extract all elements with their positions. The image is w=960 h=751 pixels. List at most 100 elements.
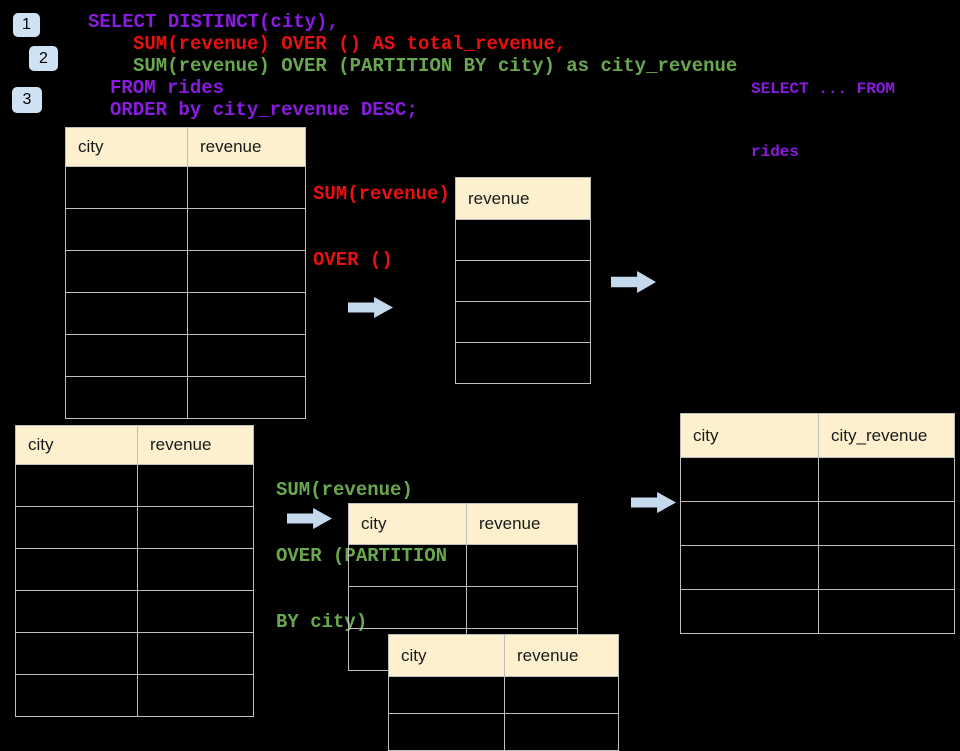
column-header: city — [28, 435, 54, 454]
table-cell — [456, 302, 590, 342]
table-cell — [137, 465, 253, 506]
note-select-from-rides: SELECT ... FROM rides — [751, 37, 895, 184]
table-cell — [137, 675, 253, 716]
source-rides-table: city revenue — [65, 127, 306, 419]
column-header: revenue — [187, 128, 305, 166]
table-cell — [66, 377, 187, 418]
table-cell — [456, 220, 590, 260]
table-cell — [16, 507, 137, 548]
table-row — [66, 376, 305, 418]
step-badge-2: 2 — [29, 46, 58, 71]
column-header: city — [78, 137, 104, 156]
table-row — [389, 676, 618, 713]
column-header: city — [361, 514, 387, 533]
table-cell — [818, 590, 954, 633]
table-row — [16, 632, 253, 674]
table-cell — [466, 545, 577, 586]
annotation-line: SUM(revenue) — [276, 479, 413, 501]
table-cell — [681, 458, 818, 501]
annotation-line: OVER (PARTITION — [276, 545, 448, 567]
column-header: city — [401, 645, 427, 665]
table-row — [66, 166, 305, 208]
column-header: revenue — [468, 188, 530, 208]
table-cell — [187, 293, 305, 334]
column-header: revenue — [504, 635, 618, 676]
annotation-line: OVER () — [313, 249, 393, 271]
table-cell — [187, 377, 305, 418]
table-row — [456, 219, 590, 260]
note-line: rides — [751, 143, 800, 161]
table-cell — [681, 546, 818, 589]
annotation-partition-by-city: SUM(revenue) OVER (PARTITION BY city) — [276, 435, 447, 655]
table-row — [681, 501, 954, 545]
table-row — [16, 506, 253, 548]
table-cell — [187, 209, 305, 250]
table-cell — [681, 590, 818, 633]
table-cell — [66, 293, 187, 334]
sql-line-from: FROM rides — [110, 77, 225, 99]
table-row — [66, 208, 305, 250]
sql-line-total-revenue: SUM(revenue) OVER () AS total_revenue, — [133, 33, 567, 55]
step-badge-label: 1 — [22, 16, 31, 33]
table-cell — [66, 251, 187, 292]
table-row — [66, 334, 305, 376]
table-row — [681, 589, 954, 633]
step-badge-1: 1 — [13, 13, 40, 37]
table-cell — [504, 677, 618, 713]
table-row — [16, 548, 253, 590]
step-badge-3: 3 — [12, 87, 42, 113]
table-row — [456, 301, 590, 342]
table-cell — [16, 465, 137, 506]
table-cell — [504, 714, 618, 750]
table-header-row: city revenue — [389, 635, 618, 676]
table-cell — [187, 167, 305, 208]
table-cell — [466, 587, 577, 628]
table-header-row: revenue — [456, 178, 590, 219]
table-row — [349, 586, 577, 628]
total-revenue-table: revenue — [455, 177, 591, 384]
table-cell — [16, 633, 137, 674]
table-row — [456, 260, 590, 301]
annotation-line: SUM(revenue) — [313, 183, 450, 205]
table-row — [66, 250, 305, 292]
note-line: SELECT ... FROM — [751, 80, 896, 98]
table-cell — [349, 545, 466, 586]
table-cell — [66, 167, 187, 208]
slide-canvas: { "colors": { "background": "#000000", "… — [12, 11, 955, 751]
table-cell — [456, 261, 590, 301]
table-cell — [66, 335, 187, 376]
table-cell — [137, 633, 253, 674]
table-cell — [137, 549, 253, 590]
table-cell — [681, 502, 818, 545]
sql-line-order-by: ORDER by city_revenue DESC; — [110, 99, 418, 121]
step-badge-label: 3 — [22, 91, 32, 108]
sql-line-select: SELECT DISTINCT(city), — [88, 11, 339, 33]
table-row — [681, 545, 954, 589]
table-cell — [16, 675, 137, 716]
annotation-line: BY city) — [276, 611, 368, 633]
table-cell — [818, 502, 954, 545]
table-cell — [389, 714, 504, 750]
table-cell — [349, 587, 466, 628]
table-row — [16, 464, 253, 506]
partition-table-2: city revenue — [388, 634, 619, 751]
table-row — [16, 590, 253, 632]
flow-arrow-icon — [348, 297, 393, 318]
table-cell — [818, 546, 954, 589]
table-cell — [187, 335, 305, 376]
table-cell — [66, 209, 187, 250]
annotation-total-revenue: SUM(revenue) OVER () — [313, 139, 450, 293]
table-row — [389, 713, 618, 750]
table-header-row: city revenue — [66, 128, 305, 166]
table-cell — [16, 549, 137, 590]
table-row — [456, 342, 590, 383]
table-row — [681, 457, 954, 501]
table-cell — [137, 507, 253, 548]
table-cell — [137, 591, 253, 632]
table-cell — [16, 591, 137, 632]
